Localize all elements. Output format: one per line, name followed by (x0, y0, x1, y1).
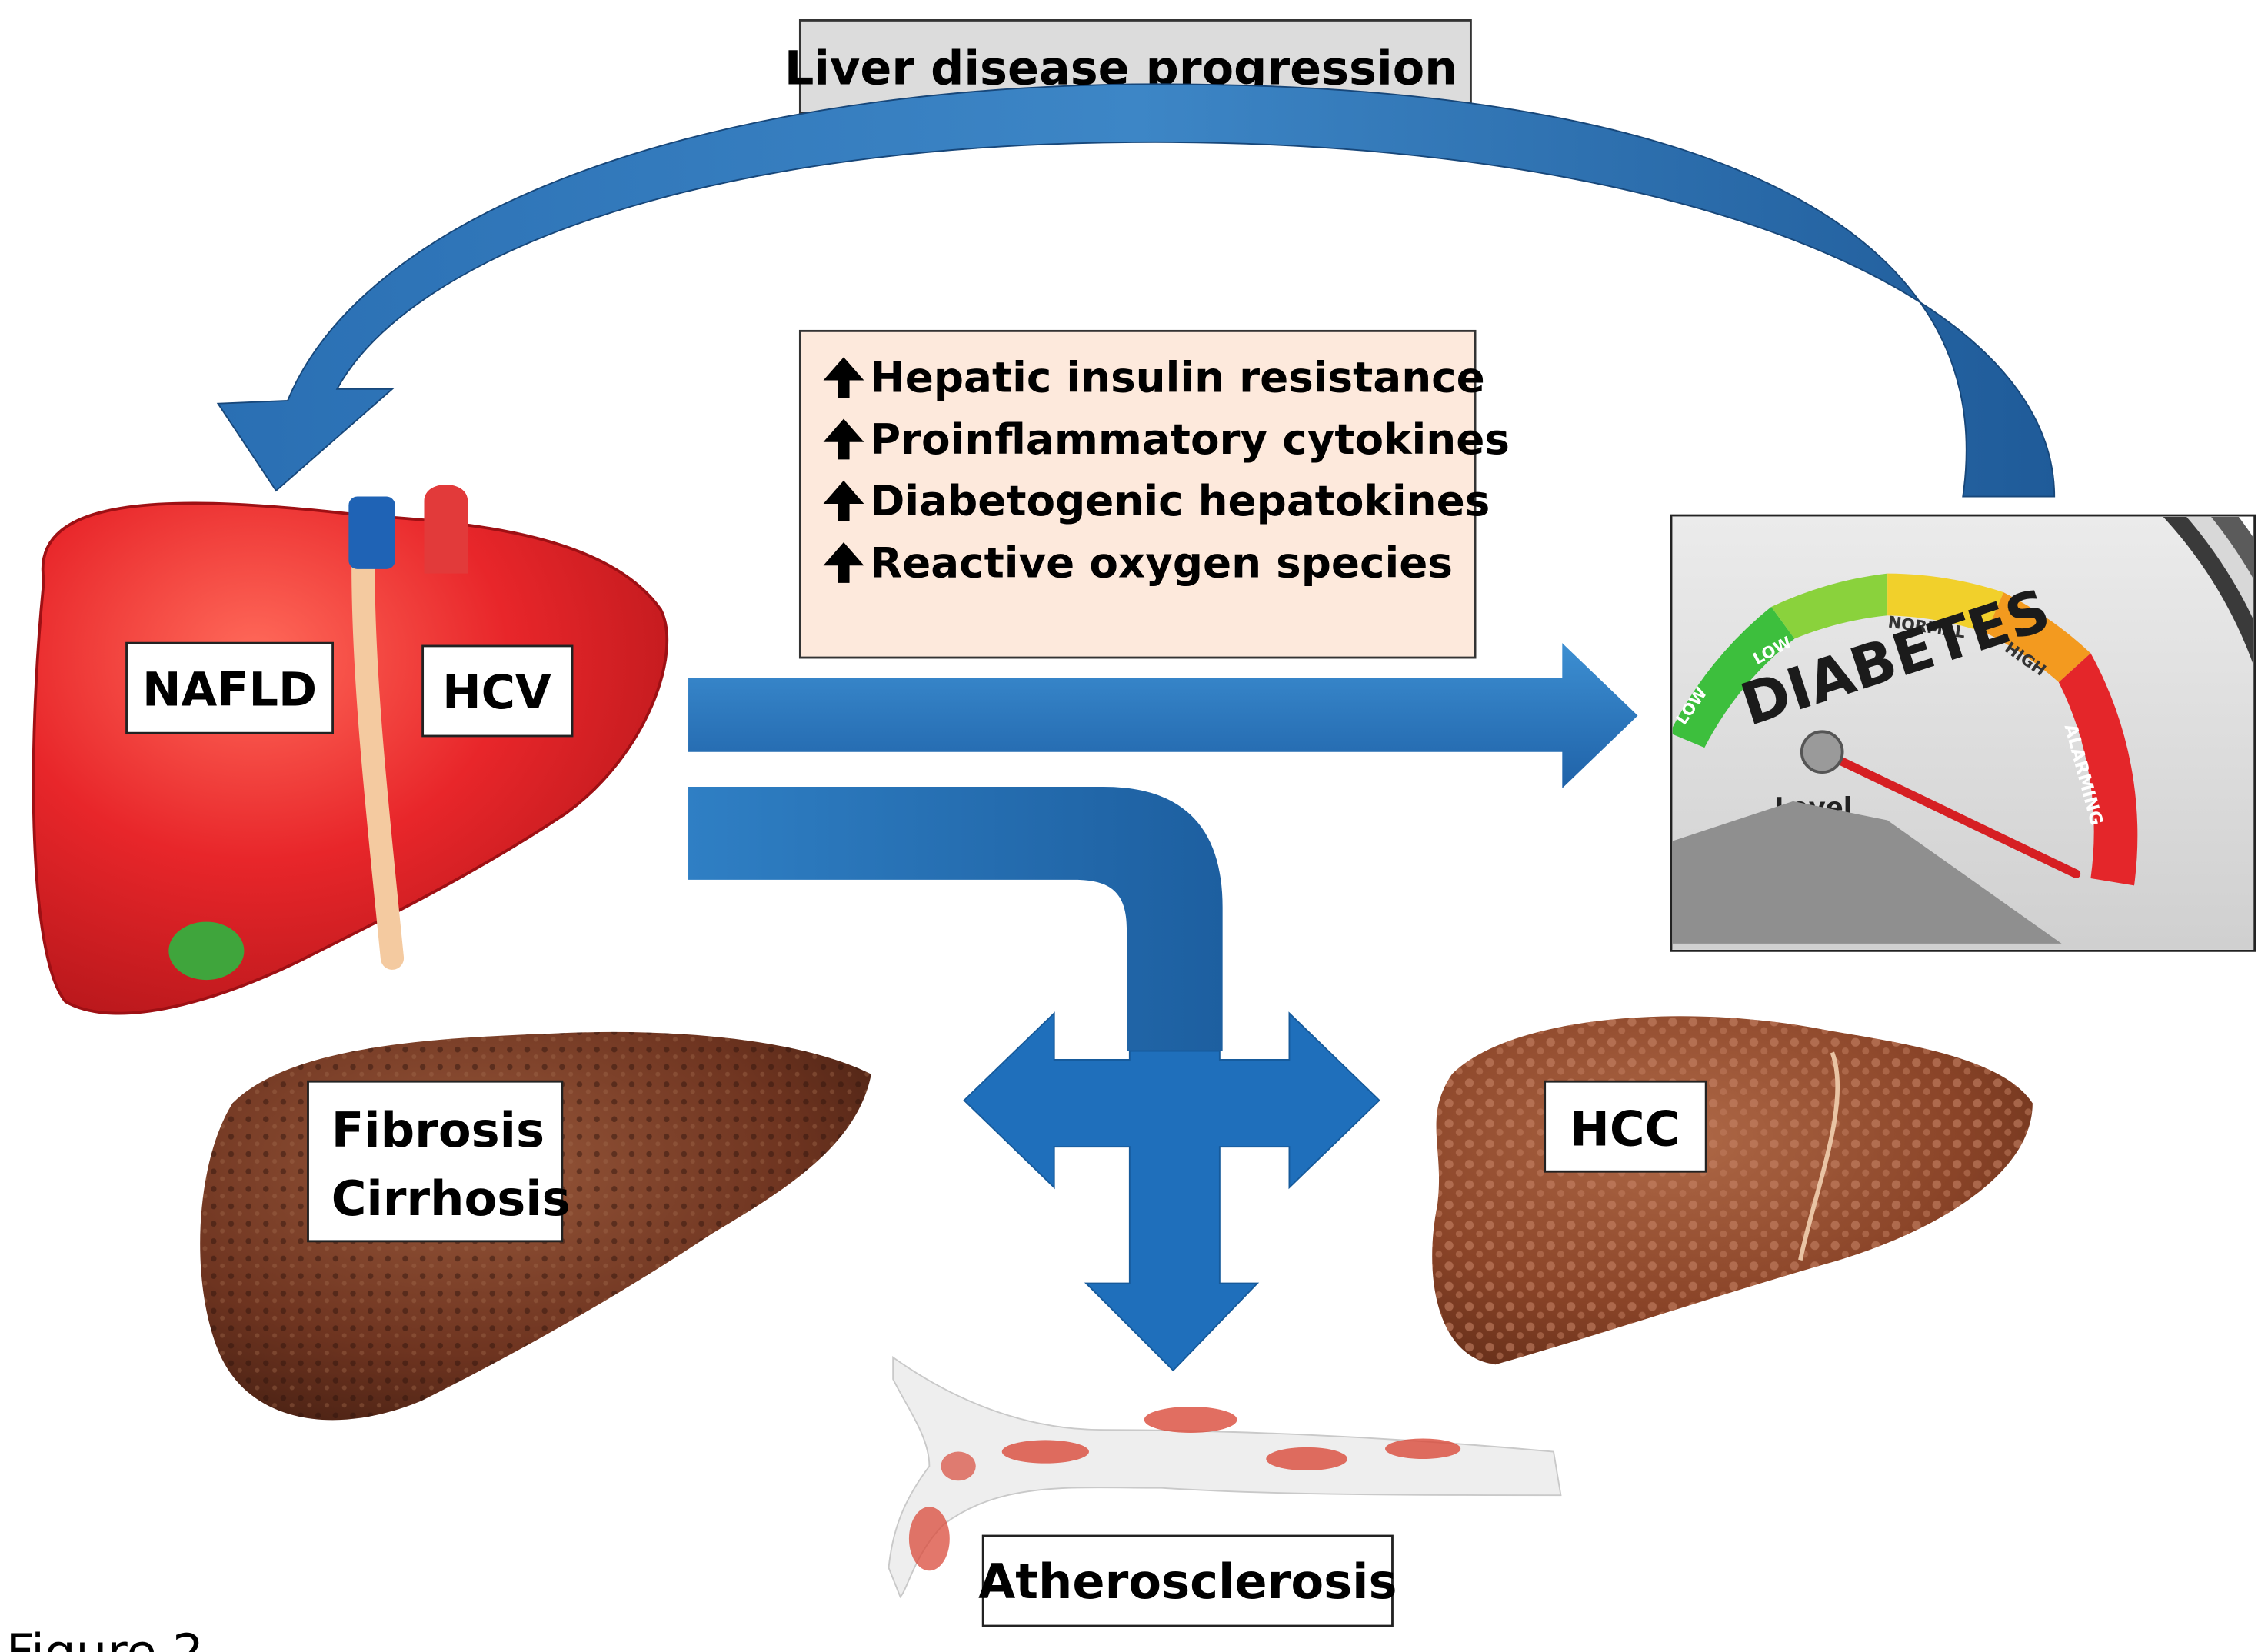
hcc-liver-image (1432, 1016, 2033, 1365)
factor-item: Proinflammatory cytokines (823, 415, 1510, 464)
nafld-label: NAFLD (125, 641, 335, 734)
factor-item: Hepatic insulin resistance (823, 353, 1485, 402)
up-arrow-icon (823, 480, 864, 521)
svg-text:HCC: HCC (1570, 1101, 1680, 1157)
svg-text:HCV: HCV (442, 666, 551, 720)
factor-item: Reactive oxygen species (823, 538, 1453, 587)
hcv-label: HCV (421, 644, 574, 738)
factor-item: Diabetogenic hepatokines (823, 476, 1490, 525)
factor-box: Hepatic insulin resistanceProinflammator… (798, 329, 1510, 659)
healthy-liver-image (32, 484, 669, 1015)
factor-text: Hepatic insulin resistance (870, 353, 1485, 402)
arrow-to-diabetes (688, 643, 1638, 788)
figure-caption: Figure 2 (6, 1624, 204, 1652)
factor-text: Proinflammatory cytokines (870, 415, 1510, 464)
up-arrow-icon (823, 418, 864, 460)
up-arrow-icon (823, 357, 864, 398)
factor-text: Reactive oxygen species (870, 538, 1453, 587)
branch-arrow (963, 1011, 1380, 1372)
fibrosis-cirrhosis-label: Fibrosis Cirrhosis (307, 1080, 571, 1243)
svg-text:NAFLD: NAFLD (142, 663, 317, 717)
svg-text:Fibrosis: Fibrosis (331, 1102, 545, 1158)
svg-text:Atherosclerosis: Atherosclerosis (978, 1554, 1397, 1610)
artery-image (888, 1355, 1562, 1598)
elbow-arrow (688, 787, 1223, 1051)
diabetes-gauge-image: NORMAL HIGH ALARMING LOW LOW DIABETES Le… (1670, 514, 2256, 952)
svg-text:Cirrhosis: Cirrhosis (331, 1171, 571, 1227)
hcc-label: HCC (1544, 1080, 1707, 1173)
progression-arc-arrow (216, 83, 2056, 498)
up-arrow-icon (823, 541, 864, 583)
atherosclerosis-label: Atherosclerosis (978, 1534, 1397, 1627)
factor-text: Diabetogenic hepatokines (870, 476, 1490, 525)
